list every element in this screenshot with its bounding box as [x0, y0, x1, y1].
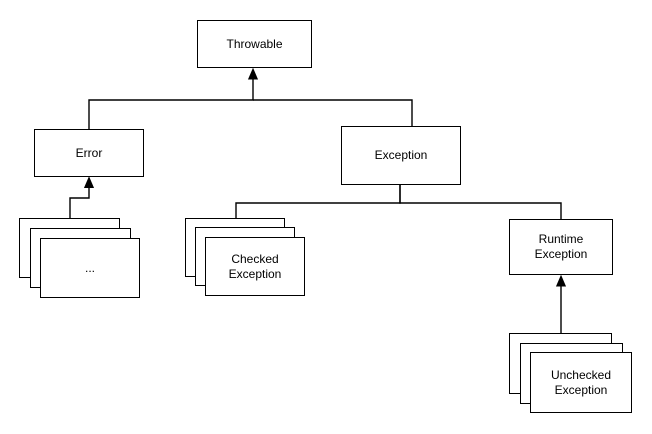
node-runtime-exception-label: Runtime Exception — [534, 232, 588, 261]
edge-subclasses-to-error — [69, 176, 95, 218]
edge-exception-to-throwable — [253, 99, 413, 126]
edge-runtime-to-exception — [399, 185, 562, 219]
arrowhead-into-runtime — [555, 274, 567, 287]
node-checked-exception-label: Checked Exception — [228, 251, 282, 281]
node-throwable[interactable]: Throwable — [197, 20, 312, 68]
node-exception-label: Exception — [374, 148, 428, 162]
node-error-label: Error — [75, 145, 103, 160]
edge-checked-to-exception — [235, 185, 401, 218]
edge-unchecked-to-runtime — [555, 274, 567, 333]
node-error-subclasses-label: ... — [84, 260, 95, 275]
node-throwable-label: Throwable — [226, 36, 283, 51]
node-runtime-exception[interactable]: Runtime Exception — [509, 219, 613, 275]
arrowhead-into-throwable — [247, 67, 259, 80]
node-unchecked-exception[interactable]: Unchecked Exception — [530, 352, 632, 413]
node-error-subclasses[interactable]: ... — [40, 238, 140, 298]
arrowhead-into-error — [83, 176, 95, 188]
node-checked-exception[interactable]: Checked Exception — [205, 237, 305, 296]
node-exception[interactable]: Exception — [341, 126, 461, 185]
edge-error-to-throwable — [88, 67, 259, 129]
node-error[interactable]: Error — [34, 129, 144, 177]
node-unchecked-exception-label: Unchecked Exception — [550, 367, 612, 397]
